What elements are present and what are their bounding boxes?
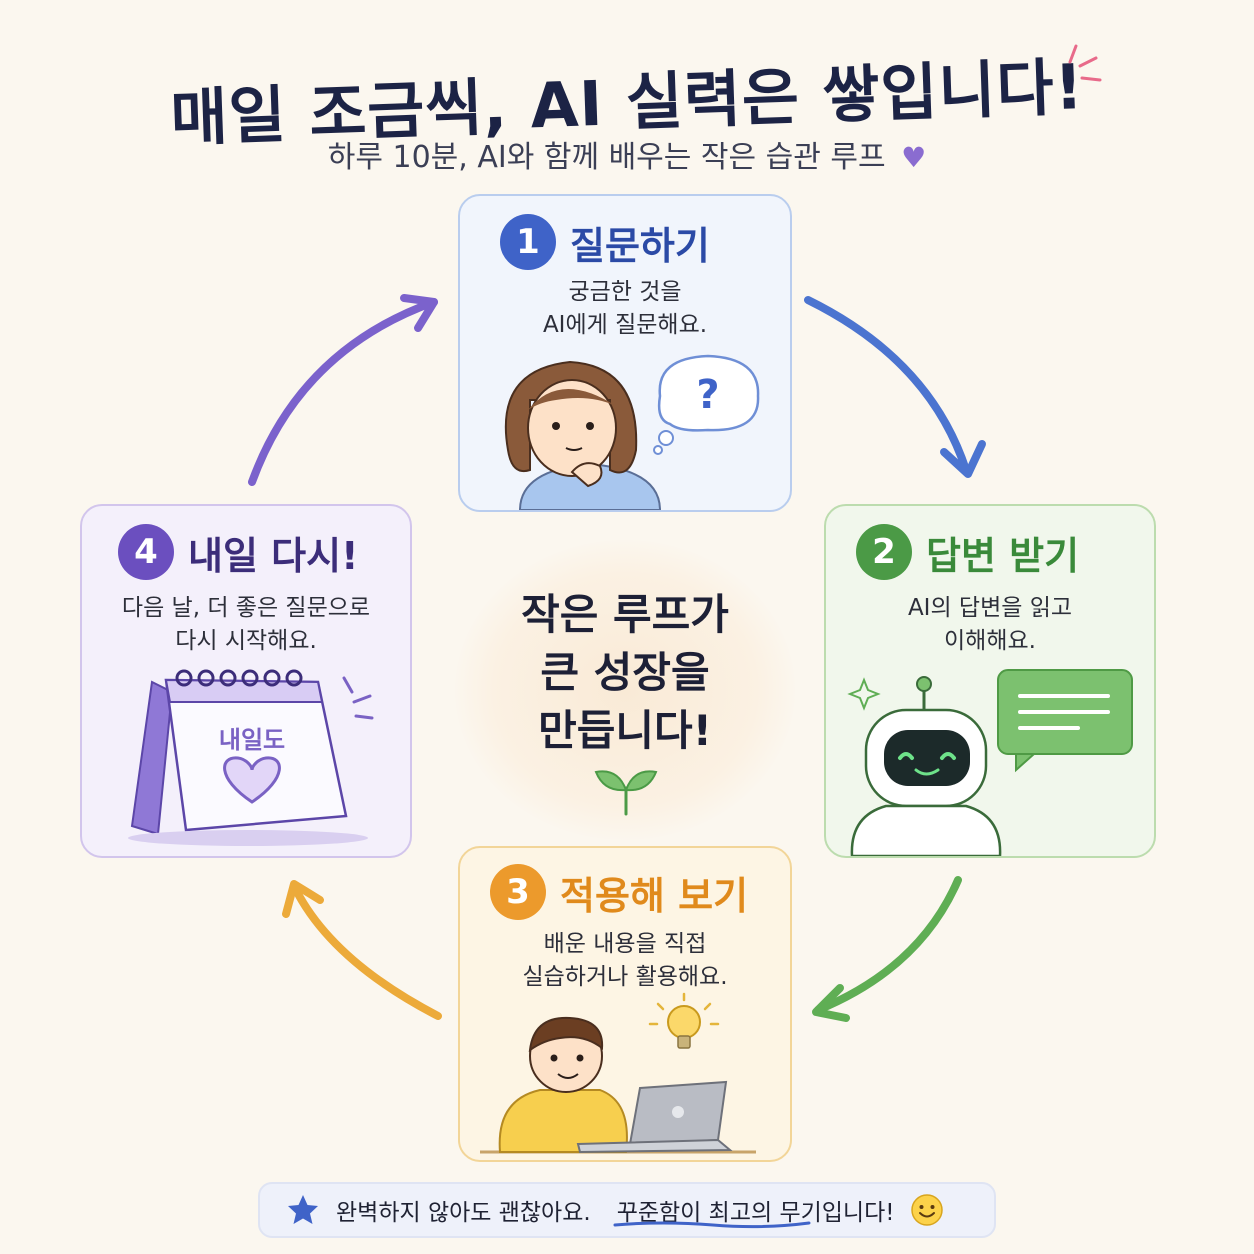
- question-mark: ?: [696, 372, 719, 418]
- step-title: 내일 다시!: [188, 533, 359, 578]
- step-number: 1: [500, 214, 556, 270]
- desc-line: 이해해요.: [944, 628, 1036, 654]
- step-title: 답변 받기: [926, 533, 1080, 578]
- step-title: 적용해 보기: [560, 873, 749, 918]
- step-title: 질문하기: [570, 223, 710, 268]
- calendar-icon: [128, 669, 368, 846]
- step-number: 3: [490, 864, 546, 920]
- desc-line: 궁금한 것을: [568, 279, 682, 305]
- heart-icon: ♥: [901, 141, 927, 174]
- subtitle-text: 하루 10분, AI와 함께 배우는 작은 습관 루프: [327, 140, 886, 175]
- step-number: 4: [118, 524, 174, 580]
- laptop-icon: [576, 1080, 733, 1154]
- underline-squiggle: [613, 1221, 811, 1229]
- step-description: 배운 내용을 직접 실습하거나 활용해요.: [460, 928, 790, 994]
- footer-banner: 완벽하지 않아도 괜찮아요. 꾸준함이 최고의 무기입니다!: [258, 1182, 996, 1238]
- step-description: 궁금한 것을 AI에게 질문해요.: [460, 276, 790, 342]
- step-card-ask: 1 질문하기 궁금한 것을 AI에게 질문해요. ?: [458, 194, 792, 512]
- desc-line: 다시 시작해요.: [175, 628, 317, 654]
- calendar-illustration: 내일도: [128, 669, 374, 846]
- heart-icon: [223, 756, 281, 804]
- robot-icon: [850, 676, 1002, 856]
- center-line: 만듭니다!: [538, 706, 712, 755]
- desc-line: AI의 답변을 읽고: [907, 595, 1073, 621]
- arrow-2-to-3: [812, 876, 962, 1022]
- step-header: 4 내일 다시!: [118, 524, 358, 580]
- desc-line: AI에게 질문해요.: [542, 312, 708, 338]
- step-header: 1 질문하기: [500, 214, 710, 270]
- desc-line: 실습하거나 활용해요.: [522, 964, 728, 990]
- step-card-answer: 2 답변 받기 AI의 답변을 읽고 이해해요.: [824, 504, 1156, 858]
- spark-lines: [342, 676, 374, 720]
- step-card-tomorrow: 4 내일 다시! 다음 날, 더 좋은 질문으로 다시 시작해요. 내일도: [80, 504, 412, 858]
- center-line: 작은 루프가: [521, 590, 729, 639]
- step-number: 2: [856, 524, 912, 580]
- footer-emphasis: 꾸준함이 최고의 무기입니다!: [613, 1193, 894, 1229]
- arrow-4-to-1: [248, 294, 438, 486]
- step-description: 다음 날, 더 좋은 질문으로 다시 시작해요.: [82, 592, 410, 658]
- desc-line: 배운 내용을 직접: [543, 931, 707, 957]
- center-line: 큰 성장을: [540, 648, 710, 697]
- footer-text: 완벽하지 않아도 괜찮아요.: [336, 1200, 591, 1226]
- calendar-label: 내일도: [219, 726, 285, 754]
- arrow-3-to-4: [282, 880, 442, 1020]
- desc-line: 다음 날, 더 좋은 질문으로: [121, 595, 371, 621]
- step-description: AI의 답변을 읽고 이해해요.: [826, 592, 1154, 658]
- sprout-icon: [594, 770, 658, 816]
- boy-laptop-illustration: [480, 992, 756, 1154]
- robot-illustration: [847, 669, 1133, 856]
- thought-bubble-icon: ?: [653, 354, 760, 455]
- girl-thinking-illustration: ?: [504, 354, 760, 510]
- center-message: 작은 루프가 큰 성장을 만듭니다!: [455, 586, 795, 760]
- smile-icon: [911, 1194, 944, 1226]
- step-card-apply: 3 적용해 보기 배운 내용을 직접 실습하거나 활용해요.: [458, 846, 792, 1162]
- page-subtitle: 하루 10분, AI와 함께 배우는 작은 습관 루프 ♥: [0, 132, 1254, 176]
- lightbulb-icon: [648, 992, 720, 1049]
- step-header: 2 답변 받기: [856, 524, 1079, 580]
- step-header: 3 적용해 보기: [490, 864, 748, 920]
- sparkle-icon: [1068, 44, 1102, 82]
- chat-bubble-icon: [997, 669, 1133, 773]
- star-icon: [288, 1195, 318, 1224]
- arrow-1-to-2: [804, 296, 986, 478]
